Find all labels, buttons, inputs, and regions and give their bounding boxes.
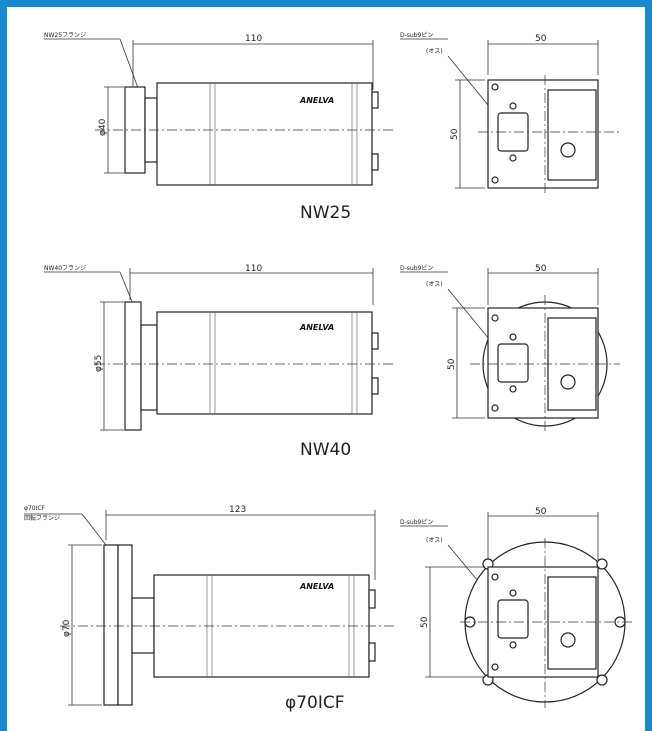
side-view-nw40: NW40フランジ 110 ANELVA φ55 xyxy=(44,264,395,431)
caption-nw40: NW40 xyxy=(300,440,351,460)
side-view-nw25: NW25フランジ 110 ANELVA φ40 xyxy=(44,32,395,186)
side-view-icf70: φ70ICF 回転フランジ 123 ANELVA φ70 xyxy=(24,505,395,706)
connector-sub: (オス) xyxy=(426,537,443,544)
brand-logo: ANELVA xyxy=(299,96,334,105)
view-nw40: NW40フランジ 110 ANELVA φ55 D-sub9ピン xyxy=(44,264,620,460)
connector-sub: (オス) xyxy=(426,48,443,55)
view-nw25: NW25フランジ 110 ANELVA φ40 D-sub9ピン xyxy=(44,32,620,223)
width-dimension: 50 xyxy=(535,34,547,44)
dsub-connector xyxy=(497,599,529,639)
brand-logo: ANELVA xyxy=(299,323,334,332)
dsub-connector xyxy=(497,343,529,383)
diameter-dimension: φ55 xyxy=(94,355,104,372)
length-dimension: 110 xyxy=(245,34,262,44)
caption-nw25: NW25 xyxy=(300,203,351,223)
height-dimension: 50 xyxy=(447,358,457,370)
flange-label: NW25フランジ xyxy=(44,32,86,39)
front-view-nw25: D-sub9ピン (オス) 50 50 xyxy=(400,32,620,195)
gauge-body xyxy=(156,311,373,415)
diameter-dimension: φ70 xyxy=(62,619,72,637)
front-view-nw40: D-sub9ピン (オス) 50 50 xyxy=(400,264,620,432)
length-dimension: 123 xyxy=(229,505,246,515)
width-dimension: 50 xyxy=(535,264,547,274)
connector-sub: (オス) xyxy=(426,281,443,288)
height-dimension: 50 xyxy=(420,616,430,628)
flange xyxy=(103,544,119,706)
width-dimension: 50 xyxy=(535,507,547,517)
length-dimension: 110 xyxy=(245,264,262,274)
height-dimension: 50 xyxy=(450,128,460,140)
diameter-dimension: φ40 xyxy=(98,118,108,136)
caption-icf70: φ70ICF xyxy=(285,693,345,713)
gauge-body xyxy=(156,82,373,186)
connector-label: D-sub9ピン xyxy=(400,519,433,526)
flange-label: φ70ICF xyxy=(24,505,46,512)
flange-label-2: 回転フランジ xyxy=(24,514,60,522)
flange xyxy=(124,301,142,431)
view-icf70: φ70ICF 回転フランジ 123 ANELVA φ70 xyxy=(24,505,632,713)
front-view-icf70: D-sub9ピン (オス) 50 xyxy=(400,507,632,708)
connector-label: D-sub9ピン xyxy=(400,32,433,39)
brand-logo: ANELVA xyxy=(299,582,334,591)
flange-label: NW40フランジ xyxy=(44,265,86,272)
connector-label: D-sub9ピン xyxy=(400,265,433,272)
